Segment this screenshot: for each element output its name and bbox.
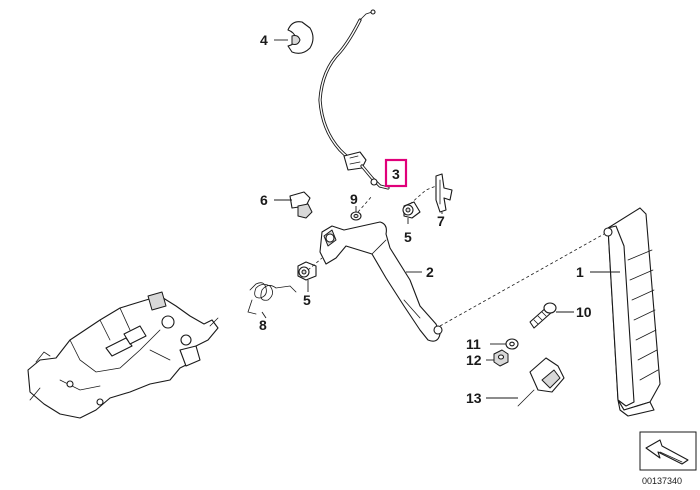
callout-10: 10 — [576, 304, 592, 320]
callout-4: 4 — [260, 32, 268, 48]
part-4-cable-clip — [287, 21, 314, 54]
callout-8: 8 — [259, 317, 267, 333]
part-2-pedal-lever — [319, 221, 443, 342]
part-9-bush — [350, 211, 362, 221]
callout-5-upper: 5 — [404, 229, 412, 245]
callout-12: 12 — [466, 352, 482, 368]
part-10-bolt — [529, 302, 557, 329]
callout-7: 7 — [437, 213, 445, 229]
highlight-box — [384, 158, 408, 188]
part-8-spring — [247, 282, 297, 315]
part-3-accelerator-cable — [318, 9, 390, 190]
callout-labels: 1 2 3 4 5 5 6 7 8 9 10 11 12 13 — [259, 32, 592, 406]
part-1-pedal-pad — [603, 207, 661, 417]
part-5-bushing-lower — [297, 261, 317, 281]
part-5-bushing-upper — [402, 201, 421, 219]
part-11-washer — [505, 338, 519, 350]
reference-number: 00137340 — [642, 476, 682, 486]
callout-11: 11 — [466, 336, 481, 352]
assembly-lines — [307, 185, 605, 327]
callout-3: 3 — [392, 166, 400, 182]
callout-2: 2 — [426, 264, 434, 280]
callout-5-lower: 5 — [303, 292, 311, 308]
callout-6: 6 — [260, 192, 268, 208]
orientation-arrow-icon — [639, 431, 697, 471]
callout-9: 9 — [350, 191, 358, 207]
part-12-nut — [493, 349, 509, 367]
part-7-bracket — [435, 173, 453, 213]
leader-lines — [261, 39, 620, 399]
callout-13: 13 — [466, 390, 482, 406]
part-13-sensor — [517, 357, 565, 407]
part-6-buffer — [289, 191, 313, 219]
pedal-bracket-assembly — [27, 291, 219, 419]
callout-1: 1 — [576, 264, 584, 280]
